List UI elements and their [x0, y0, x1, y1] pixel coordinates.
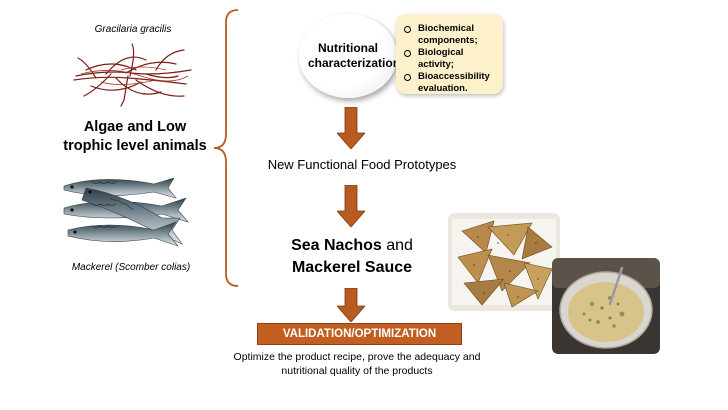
note-item: Biological activity;: [404, 47, 499, 71]
note-item: Biochemical components;: [404, 23, 499, 47]
algae-species-label: Gracilaria gracilis: [94, 24, 172, 35]
algae-animals-title: Algae and Low trophic level animals: [63, 119, 207, 154]
sea-nachos-photo: [448, 213, 560, 311]
characterization-label: Nutritional characterization: [308, 41, 401, 70]
mackerel-fish-image: [63, 178, 189, 247]
note-item: Bioaccessibility evaluation.: [404, 71, 499, 95]
prototypes-label: New Functional Food Prototypes: [267, 157, 457, 172]
down-arrow-icon: [337, 107, 365, 149]
validation-caption: Optimize the product recipe, prove the a…: [233, 351, 481, 377]
fish-species-label: Mackerel (Scomber colias): [71, 262, 191, 273]
validation-box: VALIDATION/OPTIMIZATION: [257, 323, 462, 345]
characterization-circle: Nutritional characterization: [299, 14, 401, 98]
down-arrow-icon: [337, 185, 365, 227]
sea-nachos-label: Sea Nachos: [291, 237, 382, 254]
down-arrow-icon: [337, 288, 365, 322]
characterization-notes: Biochemical components; Biological activ…: [396, 14, 503, 94]
mackerel-sauce-photo: [552, 258, 660, 354]
products-conjunction: and: [386, 237, 413, 254]
red-seaweed-image: [73, 43, 192, 107]
mackerel-sauce-label: Mackerel Sauce: [291, 259, 413, 276]
grouping-brace: [213, 9, 239, 287]
products-label: Sea Nachos and Mackerel Sauce: [252, 235, 452, 279]
